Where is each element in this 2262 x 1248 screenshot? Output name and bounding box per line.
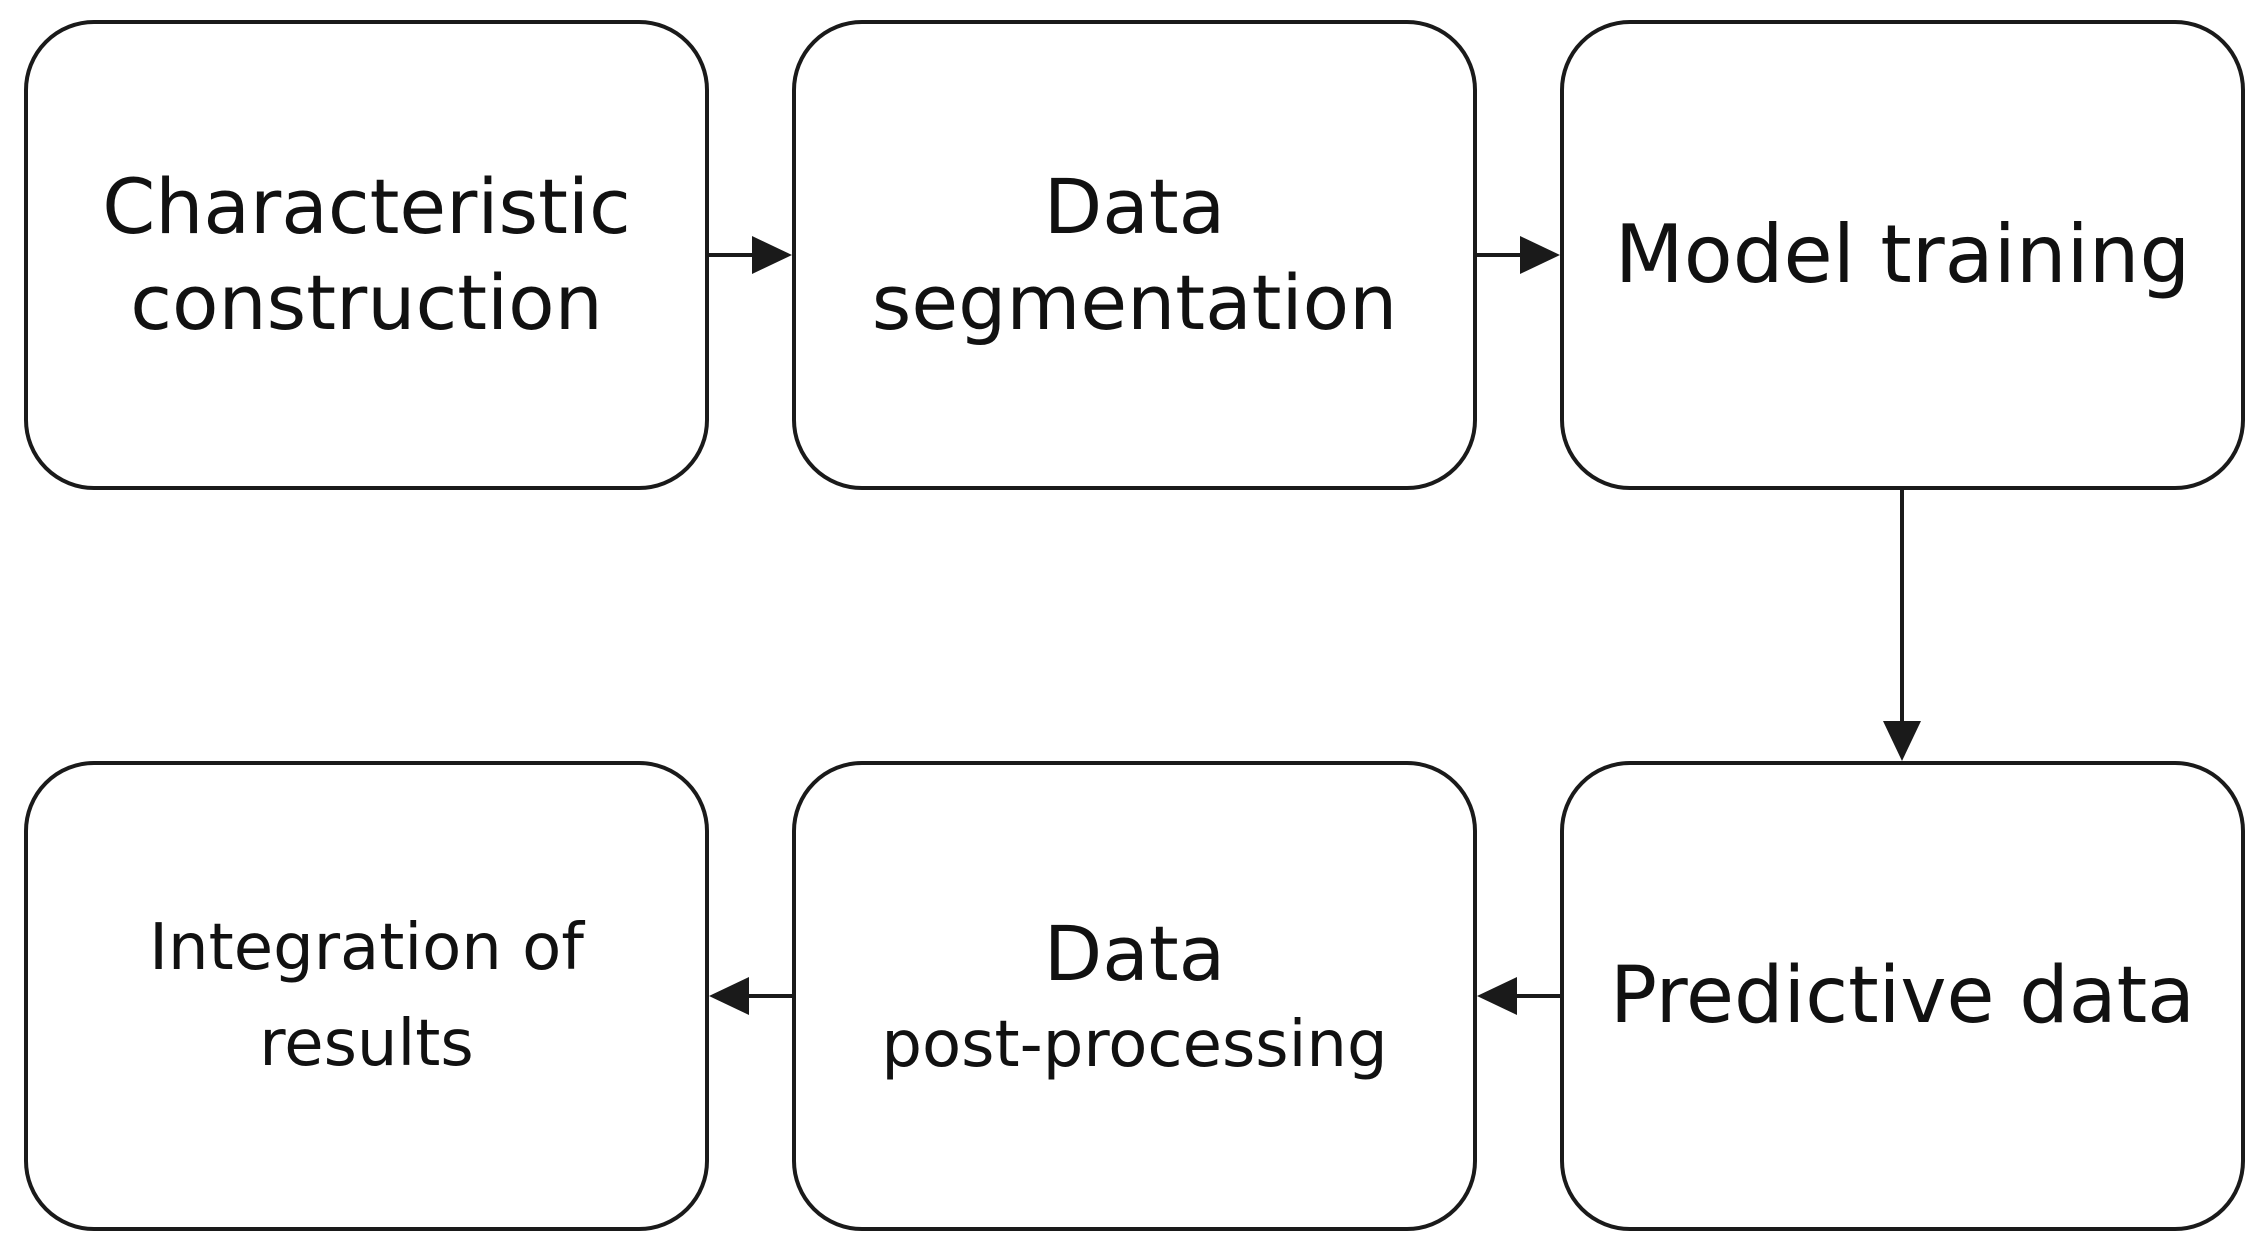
node-data-post-processing: Data post-processing <box>792 761 1477 1231</box>
node-characteristic-construction-line1: Characteristic <box>102 162 631 252</box>
node-predictive-data: Predictive data <box>1560 761 2245 1231</box>
node-model-training: Model training <box>1560 20 2245 490</box>
node-characteristic-construction: Characteristic construction <box>24 20 709 490</box>
edge-model-to-predictive <box>1883 490 1921 761</box>
edge-postprocessing-to-integration <box>709 977 792 1015</box>
node-data-post-processing-line1: Data <box>1043 909 1226 998</box>
edge-segmentation-to-model <box>1477 236 1560 274</box>
node-integration-of-results-line2: results <box>259 1007 474 1081</box>
node-data-segmentation-line2: segmentation <box>871 258 1398 347</box>
node-data-segmentation: Data segmentation <box>792 20 1477 490</box>
node-integration-of-results: Integration of results <box>24 761 709 1231</box>
node-characteristic-construction-line2: construction <box>130 258 603 347</box>
node-predictive-data-label: Predictive data <box>1610 950 2195 1041</box>
node-data-post-processing-line2: post-processing <box>881 1007 1388 1082</box>
node-model-training-label: Model training <box>1614 207 2191 301</box>
node-integration-of-results-line1: Integration of <box>149 911 584 985</box>
edge-characteristic-to-segmentation <box>709 236 792 274</box>
edge-predictive-to-postprocessing <box>1477 977 1560 1015</box>
node-data-segmentation-line1: Data <box>1043 162 1226 252</box>
